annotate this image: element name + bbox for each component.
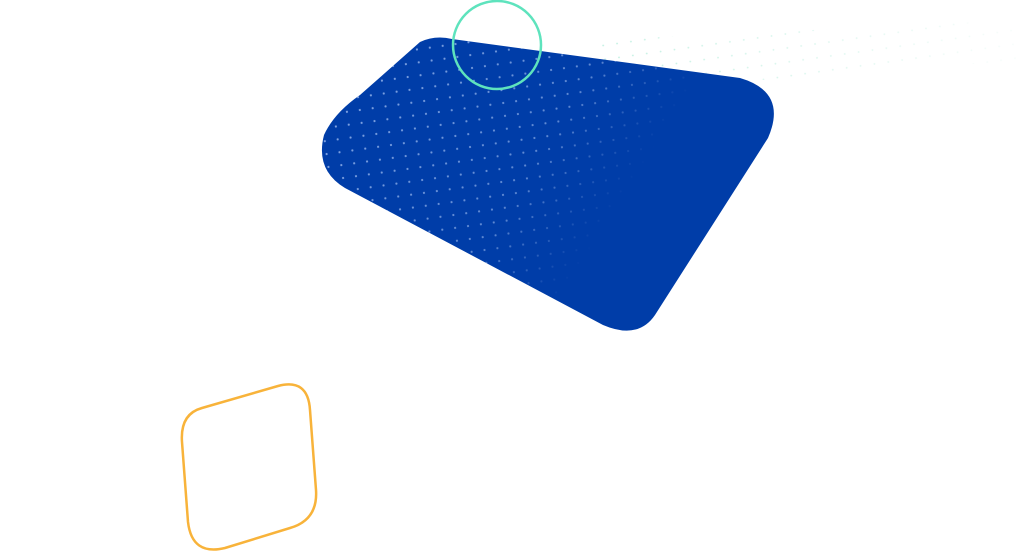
teal-circle-outline	[451, 0, 543, 91]
orange-rounded-square-outline	[180, 383, 318, 551]
faint-dot-field	[600, 20, 1024, 80]
